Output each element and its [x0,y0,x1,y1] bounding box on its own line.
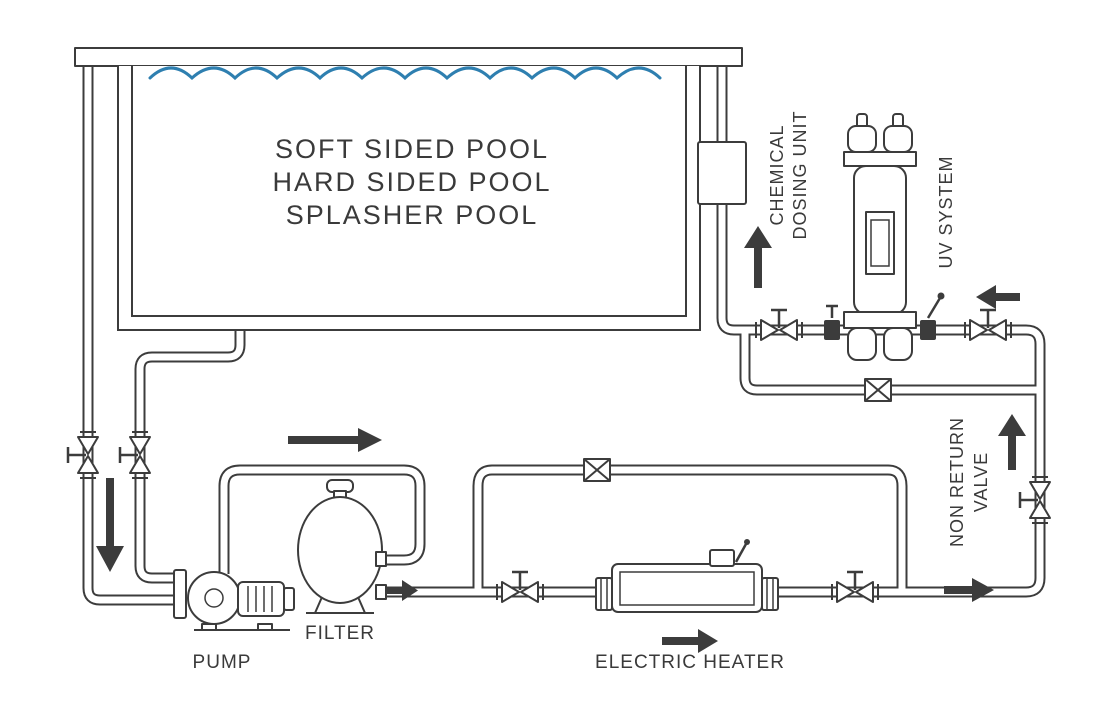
dosing-unit-box [697,141,747,205]
pool: SOFT SIDED POOL HARD SIDED POOL SPLASHER… [74,47,743,331]
non-return-label-line2: VALVE [971,452,991,512]
bypass-valve-icon [864,378,892,402]
dosing-label-line2: DOSING UNIT [790,110,810,239]
pool-inner-wall [131,66,687,317]
bypass-valve-icon [583,458,611,482]
gate-valve-icon [964,308,1012,341]
flow-up-arrow-icon [998,414,1026,470]
pump-unit [173,569,295,631]
filter-label: FILTER [305,623,375,644]
flow-right-arrow-icon [944,578,994,602]
pool-label-line2: HARD SIDED POOL [272,167,551,197]
gate-valve-icon [66,431,99,479]
union-coupling-icon [595,577,613,611]
pipe-network [82,60,1046,606]
filter-unit [297,479,387,614]
union-coupling-icon [761,577,779,611]
pool-rim [74,47,743,67]
uv-unit [824,113,945,361]
uv-label: UV SYSTEM [936,155,956,268]
flow-right-arrow-icon [288,428,382,452]
gate-valve-icon [496,570,544,603]
uv-inlet-clamp-icon [824,304,840,340]
pool-label-line1: SOFT SIDED POOL [275,134,549,164]
flow-right-arrow-icon [662,629,718,653]
pump-label: PUMP [193,652,252,673]
gate-valve-icon [831,570,879,603]
flow-right-arrow-icon [386,580,418,601]
pool-outer-wall [117,66,701,331]
heater-unit [595,539,779,613]
gate-valve-icon [118,431,151,479]
gate-valve-icon [755,308,803,341]
non-return-valve-icon [1018,476,1051,524]
flow-down-arrow-icon [96,478,124,572]
water-line [148,66,662,81]
pool-label-line3: SPLASHER POOL [286,200,539,230]
component-labels: PUMP FILTER ELECTRIC HEATER CHEMICAL DOS… [193,110,991,673]
flow-up-arrow-icon [744,226,772,288]
heater-label: ELECTRIC HEATER [595,652,785,673]
non-return-label-line1: NON RETURN [947,417,967,547]
flow-left-arrow-icon [976,285,1020,309]
dosing-label-line1: CHEMICAL [767,124,787,225]
uv-outlet-valve-icon [920,292,945,340]
